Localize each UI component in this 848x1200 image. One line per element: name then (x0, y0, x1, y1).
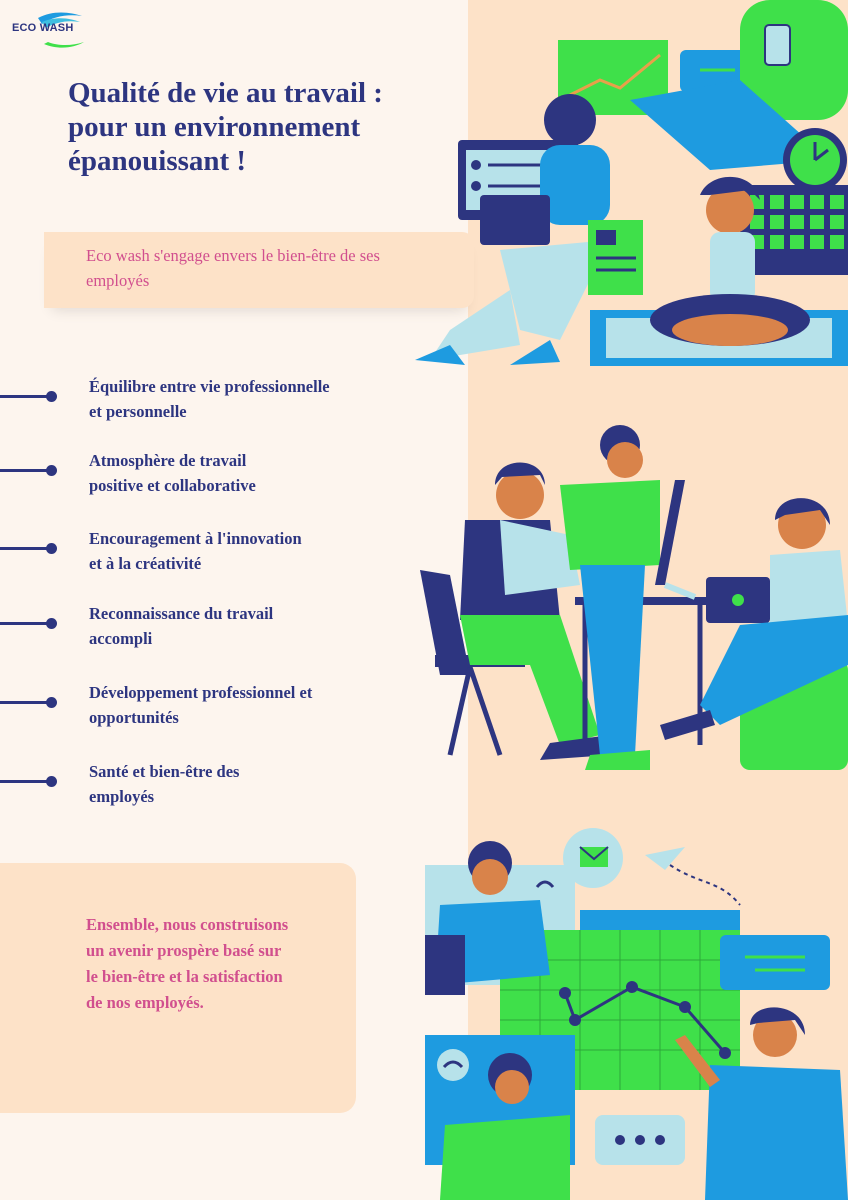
page-title: Qualité de vie au travail : pour un envi… (68, 76, 448, 178)
list-item-line: Développement professionnel et (89, 683, 313, 702)
list-item-label: Santé et bien-être des employés (89, 759, 379, 809)
bullet-dot (46, 543, 57, 554)
list-item-line: Reconnaissance du travail (89, 604, 274, 623)
bullet-line (0, 701, 50, 704)
closing-box (0, 863, 356, 1113)
list-item-line: positive et collaborative (89, 476, 256, 495)
pledge-text: Eco wash s'engage envers le bien-être de… (86, 246, 380, 290)
bullet-dot (46, 776, 57, 787)
bullet-line (0, 395, 50, 398)
bullet-line (0, 622, 50, 625)
list-item-line: Atmosphère de travail (89, 451, 247, 470)
title-line: épanouissant ! (68, 145, 247, 177)
list-item-line: Santé et bien-être des (89, 762, 240, 781)
list-item-line: et à la créativité (89, 554, 202, 573)
list-item-label: Atmosphère de travail positive et collab… (89, 448, 379, 498)
list-item-label: Encouragement à l'innovation et à la cré… (89, 526, 379, 576)
bullet-dot (46, 697, 57, 708)
bullet-line (0, 547, 50, 550)
bullet-line (0, 780, 50, 783)
list-item-line: accompli (89, 629, 153, 648)
bullet-dot (46, 465, 57, 476)
bullet-dot (46, 391, 57, 402)
closing-text: Ensemble, nous construisons un avenir pr… (86, 915, 289, 1012)
remote-meeting-chart-illustration (425, 828, 848, 1200)
list-item-label: Reconnaissance du travail accompli (89, 601, 379, 651)
list-item-line: Équilibre entre vie professionnelle (89, 377, 330, 396)
pledge-box (44, 232, 474, 308)
list-item-line: Encouragement à l'innovation (89, 529, 302, 548)
people-working-meditating-illustration (415, 0, 848, 366)
list-item-line: opportunités (89, 708, 179, 727)
bullet-line (0, 469, 50, 472)
list-item-label: Équilibre entre vie professionnelle et p… (89, 374, 379, 424)
title-line: pour un environnement (68, 111, 361, 143)
eco-wash-logo-icon (38, 12, 84, 48)
list-item-line: employés (89, 787, 155, 806)
brand-name: ECO WASH (12, 22, 74, 34)
list-item-label: Développement professionnel et opportuni… (89, 680, 379, 730)
bullet-dot (46, 618, 57, 629)
list-item-line: et personnelle (89, 402, 187, 421)
team-collaborating-at-desk-illustration (420, 425, 848, 770)
title-line: Qualité de vie au travail : (68, 77, 383, 109)
